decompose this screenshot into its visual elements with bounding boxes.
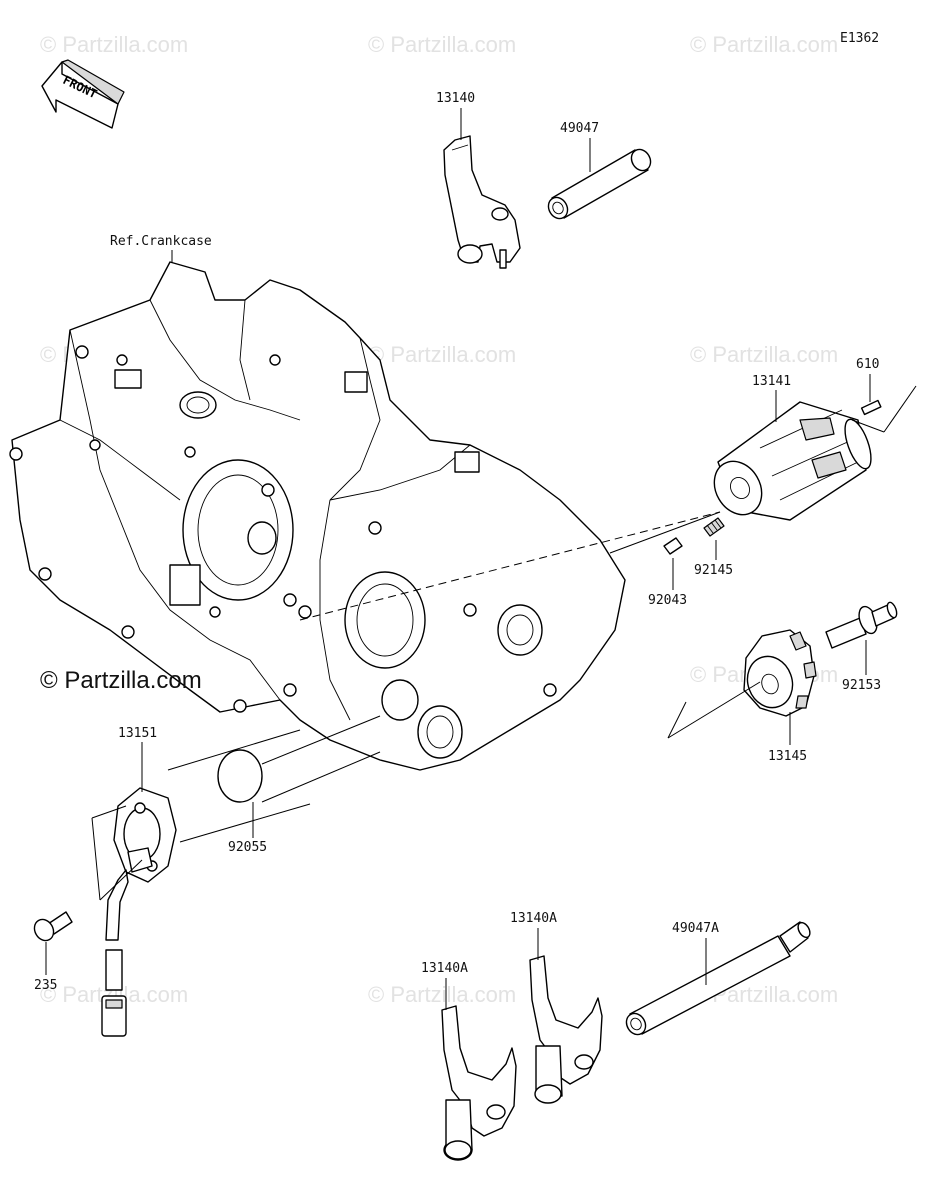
watermark: © Partzilla.com <box>368 982 516 1007</box>
part-label-13141: 13141 <box>752 374 791 389</box>
part-label-49047: 49047 <box>560 121 599 136</box>
part-610-pin <box>860 399 882 416</box>
part-13140a-shift-fork <box>529 955 603 1104</box>
brand-watermark: © Partzilla.com <box>40 667 202 694</box>
watermark: © Partzilla.com <box>690 342 838 367</box>
part-label-13140: 13140 <box>436 91 475 106</box>
crankcase-illustration <box>9 261 721 771</box>
part-label-92145: 92145 <box>694 563 733 578</box>
diagram-code: E1362 <box>840 31 879 46</box>
part-label-235: 235 <box>34 978 57 993</box>
part-13151-sensor <box>101 787 177 1037</box>
watermark: © Partzilla.com <box>40 32 188 57</box>
part-92153-bolt <box>825 601 898 649</box>
watermark: © Partzilla.com <box>690 32 838 57</box>
part-49047-shaft <box>547 148 652 220</box>
watermark: © Partzilla.com <box>368 32 516 57</box>
part-13141-shift-drum <box>713 401 872 521</box>
front-arrow-icon: FRONT <box>41 59 125 129</box>
watermark: © Partzilla.com <box>368 342 516 367</box>
part-label-13151: 13151 <box>118 726 157 741</box>
part-label-610: 610 <box>856 357 879 372</box>
part-label-13140a: 13140A <box>421 961 468 976</box>
part-13140-shift-fork <box>443 135 521 269</box>
part-13140a-shift-fork <box>441 1005 517 1161</box>
part-92043-pin <box>663 537 683 555</box>
part-92145-spring <box>703 517 725 537</box>
part-13145-gear <box>743 629 817 717</box>
part-label-49047a: 49047A <box>672 921 719 936</box>
part-label-92055: 92055 <box>228 840 267 855</box>
ref-crankcase-label: Ref.Crankcase <box>110 234 212 249</box>
part-92055-oring <box>217 749 263 803</box>
part-label-92043: 92043 <box>648 593 687 608</box>
part-label-13145: 13145 <box>768 749 807 764</box>
part-label-13140a: 13140A <box>510 911 557 926</box>
part-49047a-shaft <box>625 921 811 1036</box>
part-235-screw <box>33 911 73 942</box>
part-label-92153: 92153 <box>842 678 881 693</box>
